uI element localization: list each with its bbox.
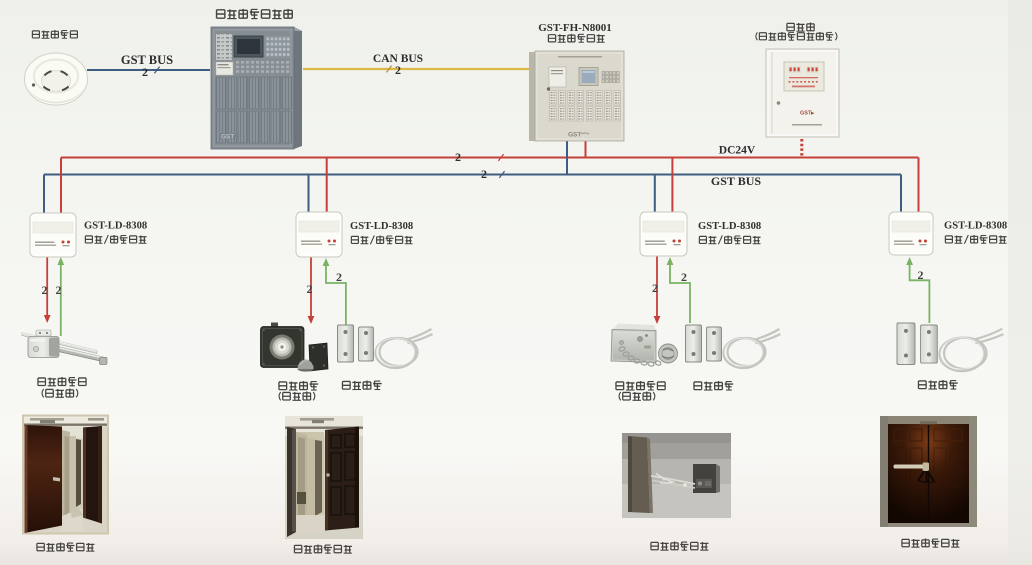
svg-text:GST-LD-8308: GST-LD-8308	[698, 221, 761, 232]
svg-text:GST-LD-8308: GST-LD-8308	[84, 221, 147, 232]
svg-text:2: 2	[481, 167, 487, 181]
svg-text:2: 2	[56, 283, 62, 297]
svg-text:2: 2	[681, 270, 687, 284]
svg-text:GST-LD-8308: GST-LD-8308	[944, 221, 1007, 232]
svg-text:2: 2	[336, 270, 342, 284]
svg-text:2: 2	[307, 282, 313, 296]
svg-text:2: 2	[42, 283, 48, 297]
svg-text:2: 2	[142, 65, 148, 79]
svg-text:GST BUS: GST BUS	[121, 53, 173, 67]
svg-text:GST: GST	[221, 134, 234, 141]
svg-text:2: 2	[395, 63, 401, 77]
svg-text:GST: GST	[800, 111, 812, 117]
svg-text:2: 2	[918, 268, 924, 282]
svg-text:DC24V: DC24V	[719, 145, 756, 157]
svg-text:GST-FH-N8001: GST-FH-N8001	[538, 22, 612, 34]
svg-text:2: 2	[652, 281, 658, 295]
svg-text:GST: GST	[568, 132, 581, 139]
svg-text:GST-LD-8308: GST-LD-8308	[350, 221, 413, 232]
svg-text:2: 2	[455, 150, 461, 164]
svg-text:CAN BUS: CAN BUS	[373, 53, 423, 65]
svg-text:GST BUS: GST BUS	[711, 174, 761, 188]
